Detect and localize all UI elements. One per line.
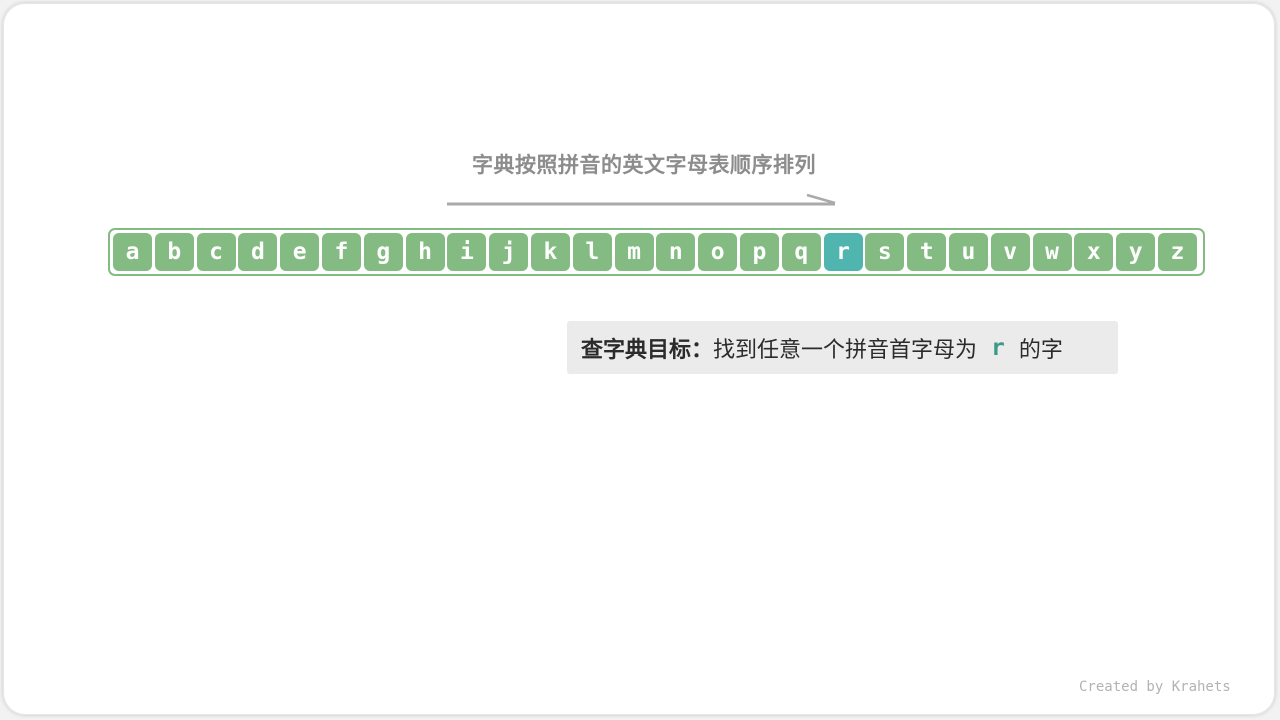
letter-cell-x: x: [1074, 233, 1114, 271]
letter-cell-i: i: [447, 233, 487, 271]
letter-cell-u: u: [948, 233, 988, 271]
letter-cell-g: g: [363, 233, 403, 271]
letter-cell-v: v: [990, 233, 1030, 271]
letter-cell-p: p: [739, 233, 779, 271]
letter-cell-s: s: [865, 233, 905, 271]
letter-cell-t: t: [907, 233, 947, 271]
letter-cell-y: y: [1116, 233, 1156, 271]
goal-text-after: 的字: [1018, 337, 1063, 363]
credit-text: Created by Krahets: [1079, 679, 1231, 695]
goal-label: 查字典目标: [581, 337, 692, 363]
letter-cell-q: q: [781, 233, 821, 271]
letter-cell-r: r: [823, 233, 863, 271]
goal-box: 查字典目标 ： 找到任意一个拼音首字母为 r 的字: [567, 321, 1118, 374]
letter-cell-m: m: [614, 233, 654, 271]
letter-cell-h: h: [405, 233, 445, 271]
diagram-title: 字典按照拼音的英文字母表顺序排列: [472, 153, 816, 177]
goal-text-before: 找到任意一个拼音首字母为: [713, 337, 978, 363]
letter-cell-o: o: [698, 233, 738, 271]
letter-cell-k: k: [530, 233, 570, 271]
goal-colon: ：: [691, 337, 714, 363]
letter-cell-l: l: [572, 233, 612, 271]
arrow-right-icon: [447, 193, 836, 206]
letter-cell-w: w: [1032, 233, 1072, 271]
letter-cell-a: a: [113, 233, 152, 271]
letter-cell-c: c: [196, 233, 236, 271]
letter-cell-z: z: [1157, 233, 1197, 271]
letter-cell-b: b: [154, 233, 194, 271]
letter-cell-e: e: [280, 233, 320, 271]
letter-cell-j: j: [489, 233, 529, 271]
letter-cell-d: d: [238, 233, 278, 271]
letter-cell-f: f: [321, 233, 361, 271]
letter-cell-n: n: [656, 233, 696, 271]
goal-letter: r: [991, 334, 1005, 361]
